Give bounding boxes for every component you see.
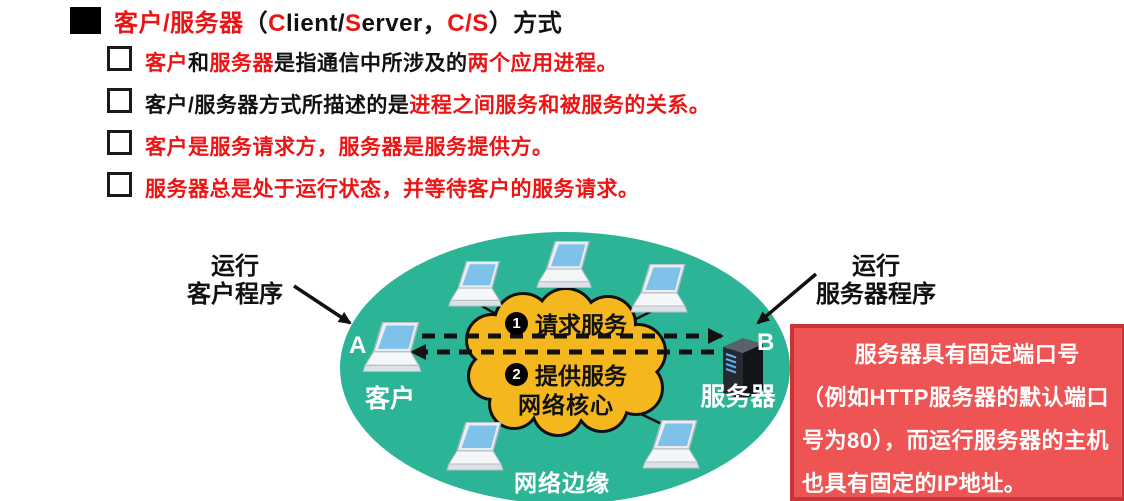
title-seg: S — [345, 10, 362, 37]
step-2-circle-icon: 2 — [505, 362, 528, 386]
server-pointer-arrow — [756, 272, 818, 325]
title-bullet-square-icon — [70, 7, 101, 34]
bullet-seg: 客户/服务器方式所描述的是 — [145, 94, 410, 117]
bullet-text: 客户是服务请求方，服务器是服务提供方。 — [145, 131, 554, 161]
title-seg: C — [268, 10, 287, 37]
title-seg: （ — [243, 10, 269, 37]
server-icon — [716, 334, 770, 404]
request-service-step: 1 请求服务 — [492, 306, 640, 340]
laptop-icon — [444, 422, 508, 474]
bullet-seg: 客户 — [145, 52, 188, 75]
step-1-circle-icon: 1 — [505, 311, 528, 335]
step-1-text: 请求服务 — [535, 312, 627, 338]
server-program-label: 运行 服务器程序 — [792, 253, 960, 309]
bullet-seg: 两个应用进程。 — [467, 52, 618, 75]
title-seg: 客户/服务器 — [114, 10, 244, 37]
client-laptop-icon — [360, 322, 426, 376]
bullet-text: 服务器总是处于运行状态，并等待客户的服务请求。 — [145, 173, 640, 203]
bullet-text: 客户/服务器方式所描述的是进程之间服务和被服务的关系。 — [145, 89, 710, 119]
node-b-label: B — [757, 329, 775, 356]
server-label: 服务器 — [700, 383, 776, 411]
server-port-note: 服务器具有固定端口号（例如HTTP服务器的默认端口号为80），而运行服务器的主机… — [790, 324, 1124, 501]
bullet-seg: 是指通信中所涉及的 — [274, 52, 468, 75]
bullet-seg: 客户是服务请求方，服务器是服务提供方。 — [145, 136, 554, 159]
title-seg: erver， — [361, 10, 448, 37]
client-program-label-line1: 运行 — [211, 253, 259, 280]
bullet-seg: 进程之间服务和被服务的关系。 — [409, 94, 711, 117]
checkbox-icon — [107, 88, 132, 113]
checkbox-icon — [107, 172, 132, 197]
network-edge-label: 网络边缘 — [514, 470, 610, 496]
title-seg: ）方式 — [488, 10, 563, 37]
server-program-label-line2: 服务器程序 — [816, 281, 936, 308]
node-a-label: A — [349, 332, 367, 359]
checkbox-icon — [107, 130, 132, 155]
provide-service-step: 2 提供服务 — [492, 357, 640, 391]
laptop-icon — [640, 420, 704, 472]
laptop-icon — [628, 264, 692, 316]
laptop-icon — [534, 241, 596, 291]
server-program-label-line1: 运行 — [852, 253, 900, 280]
client-program-label-line2: 客户程序 — [187, 281, 283, 308]
bullet-seg: 服务器 — [209, 52, 274, 75]
step-2-text: 提供服务 — [535, 363, 627, 389]
client-pointer-arrow — [293, 284, 352, 325]
checkbox-icon — [107, 46, 132, 71]
title-seg: C/S — [447, 10, 489, 37]
client-label: 客户 — [364, 385, 415, 413]
client-program-label: 运行 客户程序 — [155, 253, 315, 309]
bullet-seg: 和 — [188, 52, 210, 75]
bullet-text: 客户和服务器是指通信中所涉及的两个应用进程。 — [145, 47, 618, 77]
laptop-icon — [446, 261, 506, 310]
bullet-seg: 服务器总是处于运行状态，并等待客户的服务请求。 — [145, 178, 640, 201]
network-core-cloud — [468, 290, 664, 434]
title-seg: lient/ — [286, 10, 346, 37]
network-core-label: 网络核心 — [518, 392, 614, 418]
page-title: 客户/服务器（Client/Server，C/S）方式 — [114, 3, 562, 38]
slide-title-row: 客户/服务器（Client/Server，C/S）方式 — [70, 3, 562, 38]
